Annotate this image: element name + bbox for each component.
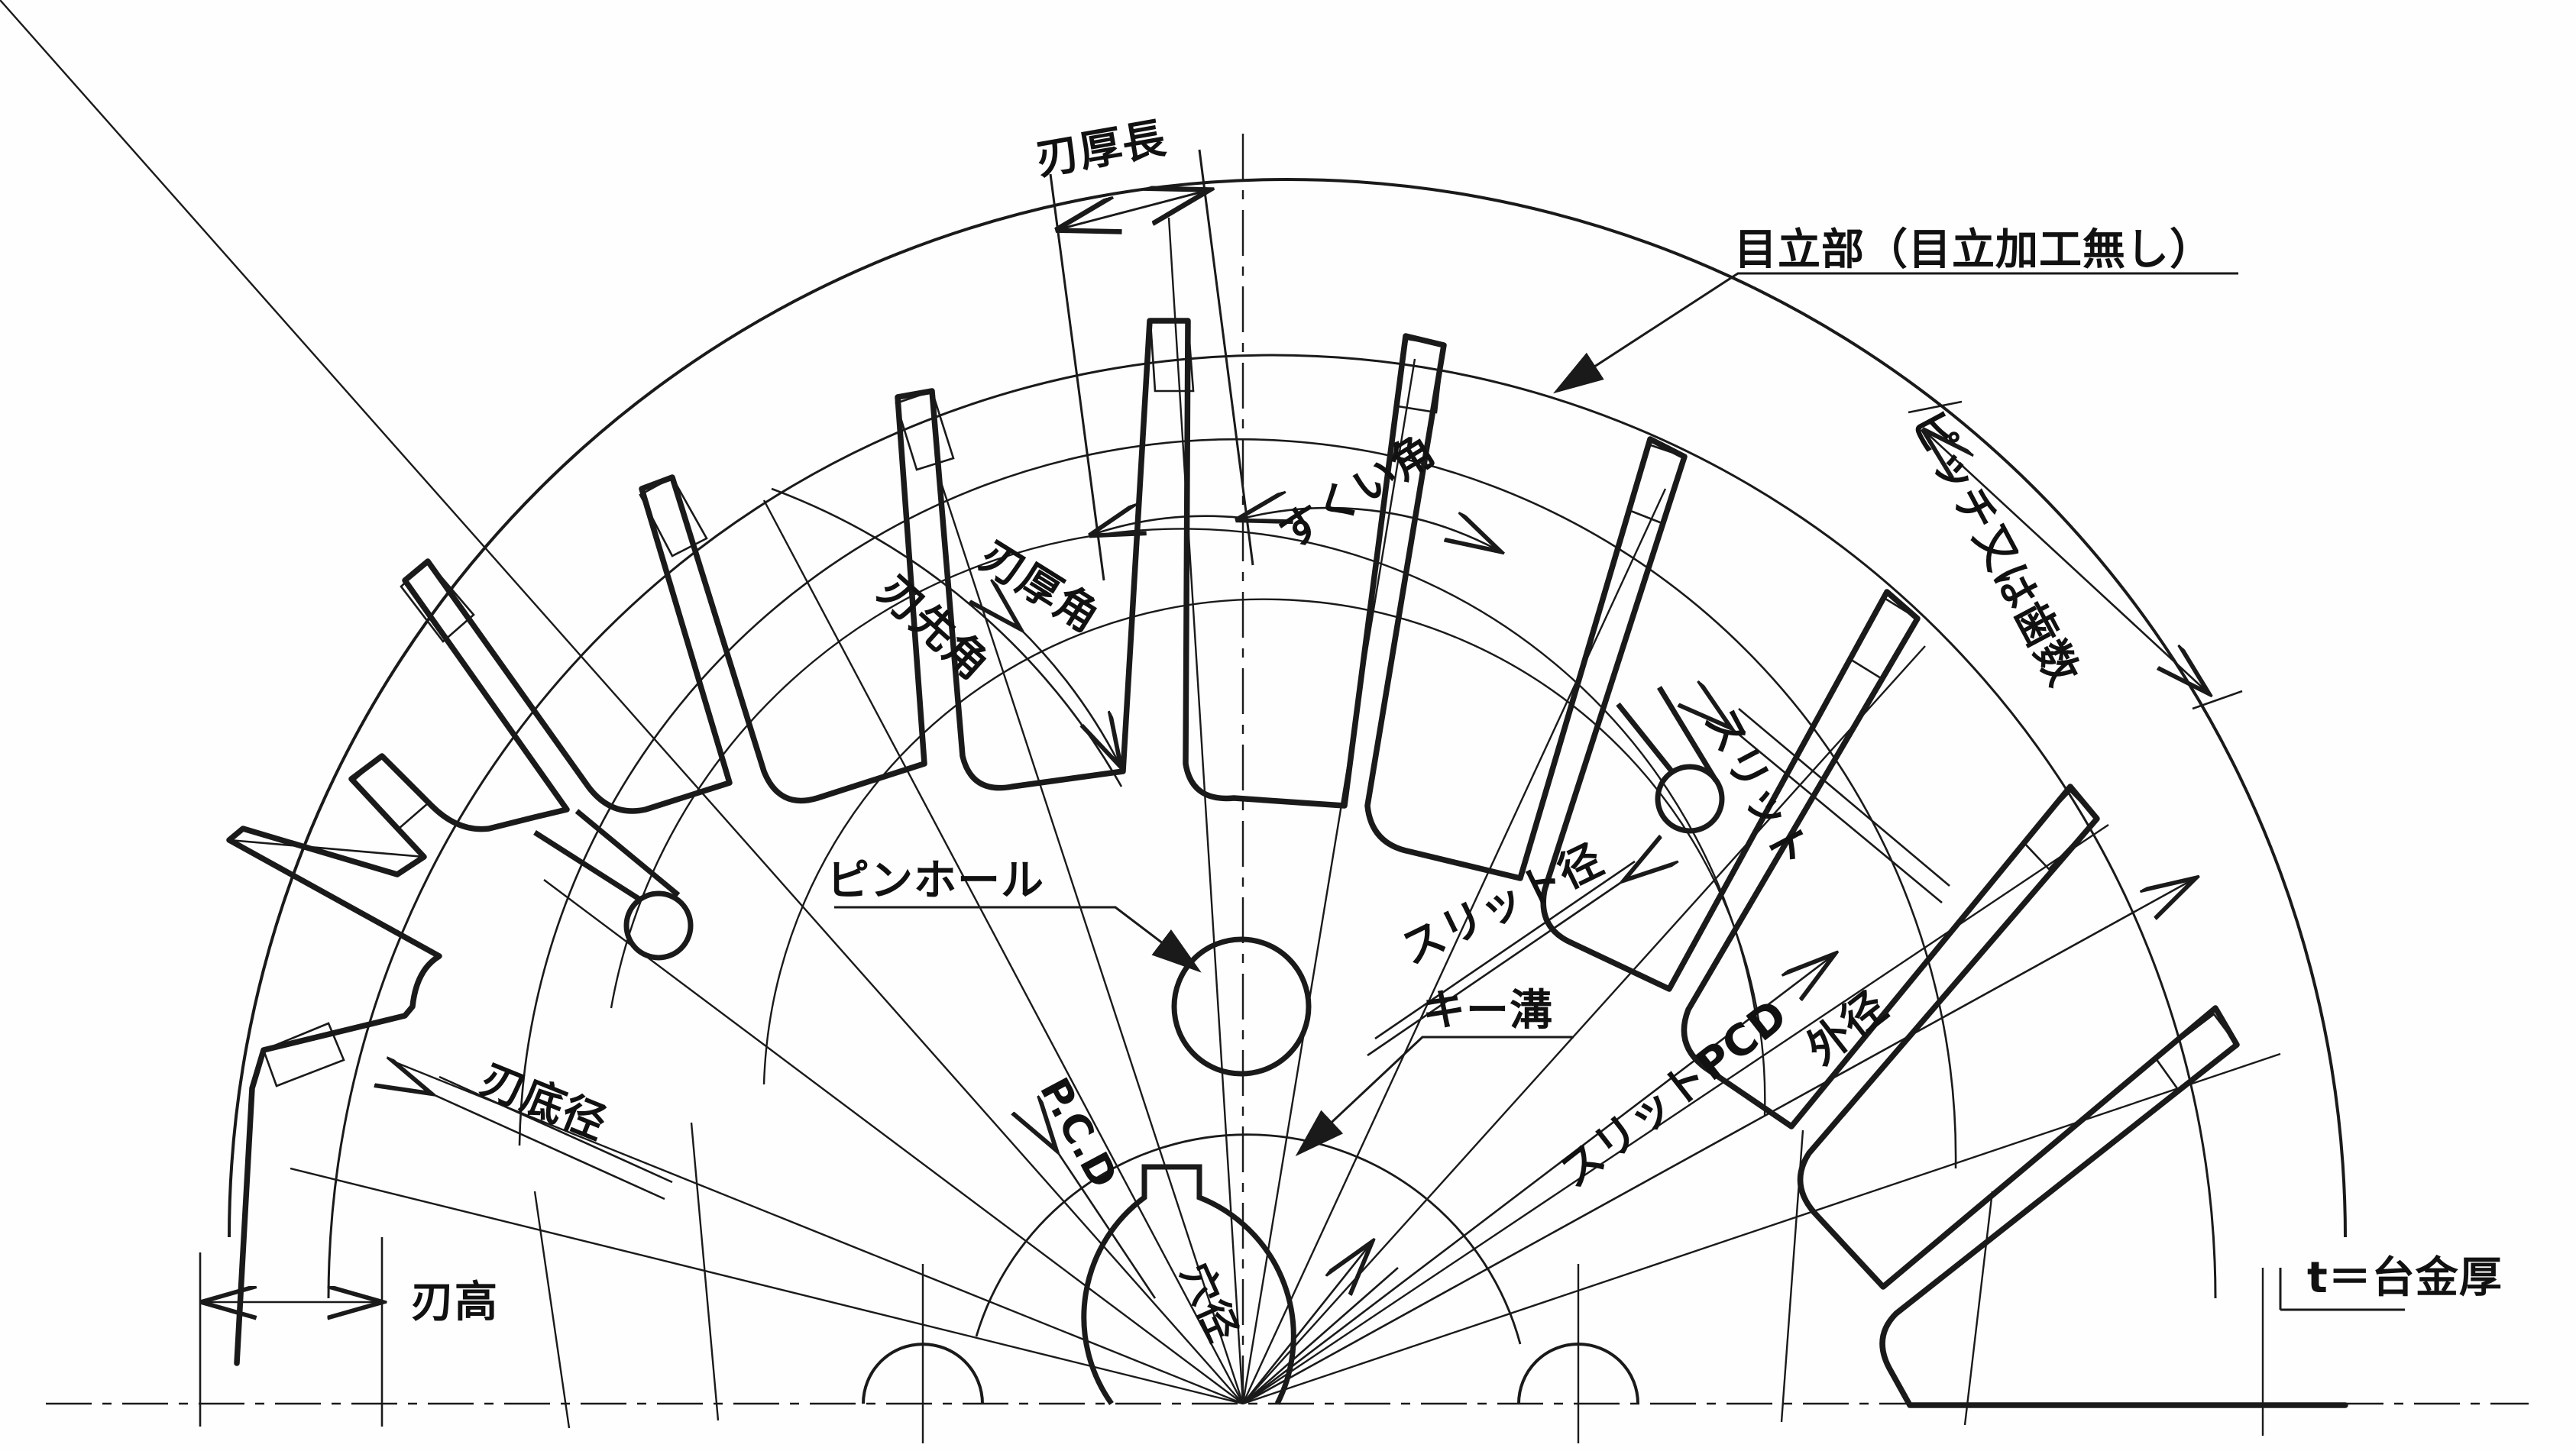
- blade-tooth-outline: [226, 318, 2348, 1408]
- blade-bottom-diameter-arc: [327, 354, 2217, 1299]
- pin-hole-leader: [834, 906, 1202, 973]
- base-metal-thickness-leader: [2279, 1268, 2405, 1311]
- outer-diameter-arc: [228, 178, 2347, 1238]
- slit-pcd-arc: [610, 528, 1759, 1024]
- hub-small-arcs: [862, 1264, 1639, 1443]
- blade-tip-angle-dimension: [771, 487, 1123, 787]
- pcd-leader: [1054, 1147, 1157, 1299]
- slit-features: [533, 686, 1725, 961]
- slit-pcd-dimension: [1242, 956, 1832, 1405]
- label-sharpening-part: 目立部（目立加工無し）: [1734, 225, 2213, 275]
- inner-reference-arc: [762, 598, 1766, 1116]
- bore-diameter-dimension: [1241, 1245, 1399, 1404]
- pin-hole-circle: [1171, 936, 1312, 1077]
- key-groove-leader: [1295, 1036, 1574, 1157]
- tooth-root-guide-lines: [533, 1122, 2264, 1436]
- center-lines: [46, 134, 2529, 1405]
- center-hub: [1081, 1164, 1296, 1406]
- label-key-groove: キー溝: [1422, 986, 1553, 1036]
- slit-diameter-leader: [1367, 861, 1635, 1057]
- tooth-face-thin-lines: [228, 320, 2216, 1288]
- sharpening-part-leader: [1552, 272, 2238, 394]
- blade-thickness-angle-dimension: [1018, 626, 1119, 764]
- pcd-arc: [975, 1133, 1522, 1345]
- pitch-dimension: [1908, 400, 2243, 710]
- label-blade-height: 刃高: [411, 1278, 498, 1327]
- label-pin-hole: ピンホール: [827, 856, 1044, 906]
- label-base-metal-thickness: t＝台金厚: [2307, 1253, 2503, 1303]
- blade-height-dimension: [199, 1237, 382, 1427]
- rake-angle-dimension: [1092, 508, 1497, 550]
- radial-construction-lines: [0, 0, 2281, 1405]
- blade-bottom-diameter-leader: [428, 1077, 673, 1201]
- slit-leader: [1728, 709, 1950, 904]
- outer-diameter-dimension: [1242, 880, 2193, 1405]
